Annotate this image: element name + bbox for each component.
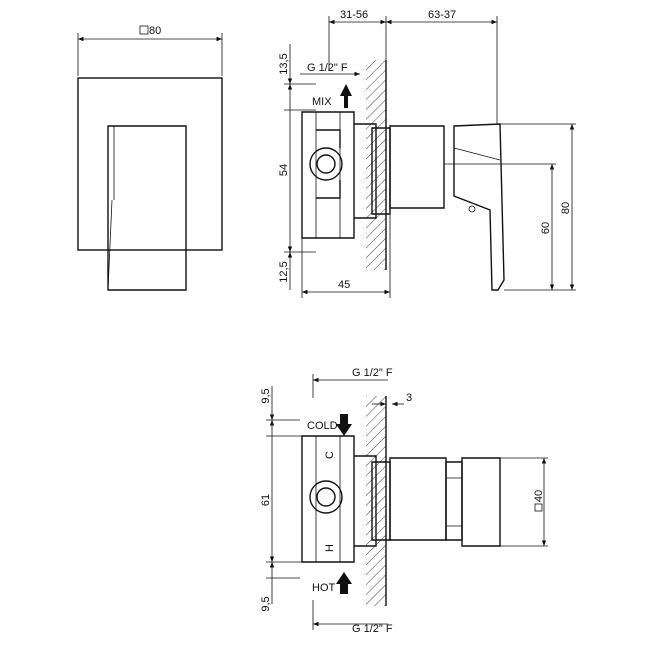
top-dim-54: 54 [278, 164, 290, 176]
cover-plate [77, 77, 223, 251]
depth-range-1-label: 31-56 [340, 9, 368, 21]
cold-label: COLD [307, 420, 338, 432]
handle-outline [107, 125, 187, 291]
bottom-square-symbol-icon [534, 503, 543, 512]
hot-label: HOT [312, 582, 336, 594]
top-dim-60: 60 [540, 222, 552, 234]
top-dim-45: 45 [338, 279, 350, 291]
bottom-valve-port-inner [316, 487, 336, 507]
cold-arrow-icon [336, 414, 352, 436]
front-square-label: 80 [149, 25, 161, 37]
square-symbol-icon [139, 25, 149, 35]
bottom-valve-port-outer [309, 480, 343, 514]
top-dim-80: 80 [560, 202, 572, 214]
bottom-spindle-housing [389, 457, 447, 541]
cold-c-mark: C [324, 451, 336, 459]
front-view-top: 80 [77, 25, 223, 291]
depth-range-2-label: 63-37 [428, 9, 456, 21]
top-thread-label: G 1/2" F [307, 62, 348, 74]
side-view-bottom: G 1/2" F 3 9,5 61 9,5 COLD HOT C H [260, 367, 548, 635]
mix-label: MIX [312, 96, 332, 108]
bottom-dim-top-9-5: 9,5 [260, 388, 272, 403]
hot-h-mark: H [324, 544, 336, 552]
valve-port-outer [309, 147, 343, 181]
top-dim-13-5: 13,5 [278, 53, 290, 74]
valve-body [301, 111, 355, 239]
bottom-square-label: 40 [533, 490, 545, 502]
bottom-thread-bottom-label: G 1/2" F [352, 623, 393, 635]
valve-port-inner [316, 154, 336, 174]
bottom-thread-top-label: G 1/2" F [352, 367, 393, 379]
bottom-dim-3: 3 [406, 392, 412, 404]
mix-arrow-icon [340, 84, 352, 108]
lever-handle [453, 123, 505, 291]
bottom-valve-body [301, 435, 355, 563]
bottom-dim-61: 61 [260, 494, 272, 506]
side-view-top: 31-56 63-37 G 1/2" F 13,5 54 12,5 MIX [278, 9, 576, 298]
square-cap [461, 457, 501, 547]
top-dim-12-5: 12,5 [278, 261, 290, 282]
nut [445, 461, 463, 541]
spindle-housing [389, 125, 445, 209]
hot-arrow-icon [336, 572, 352, 594]
bottom-dim-bottom-9-5: 9,5 [260, 596, 272, 611]
